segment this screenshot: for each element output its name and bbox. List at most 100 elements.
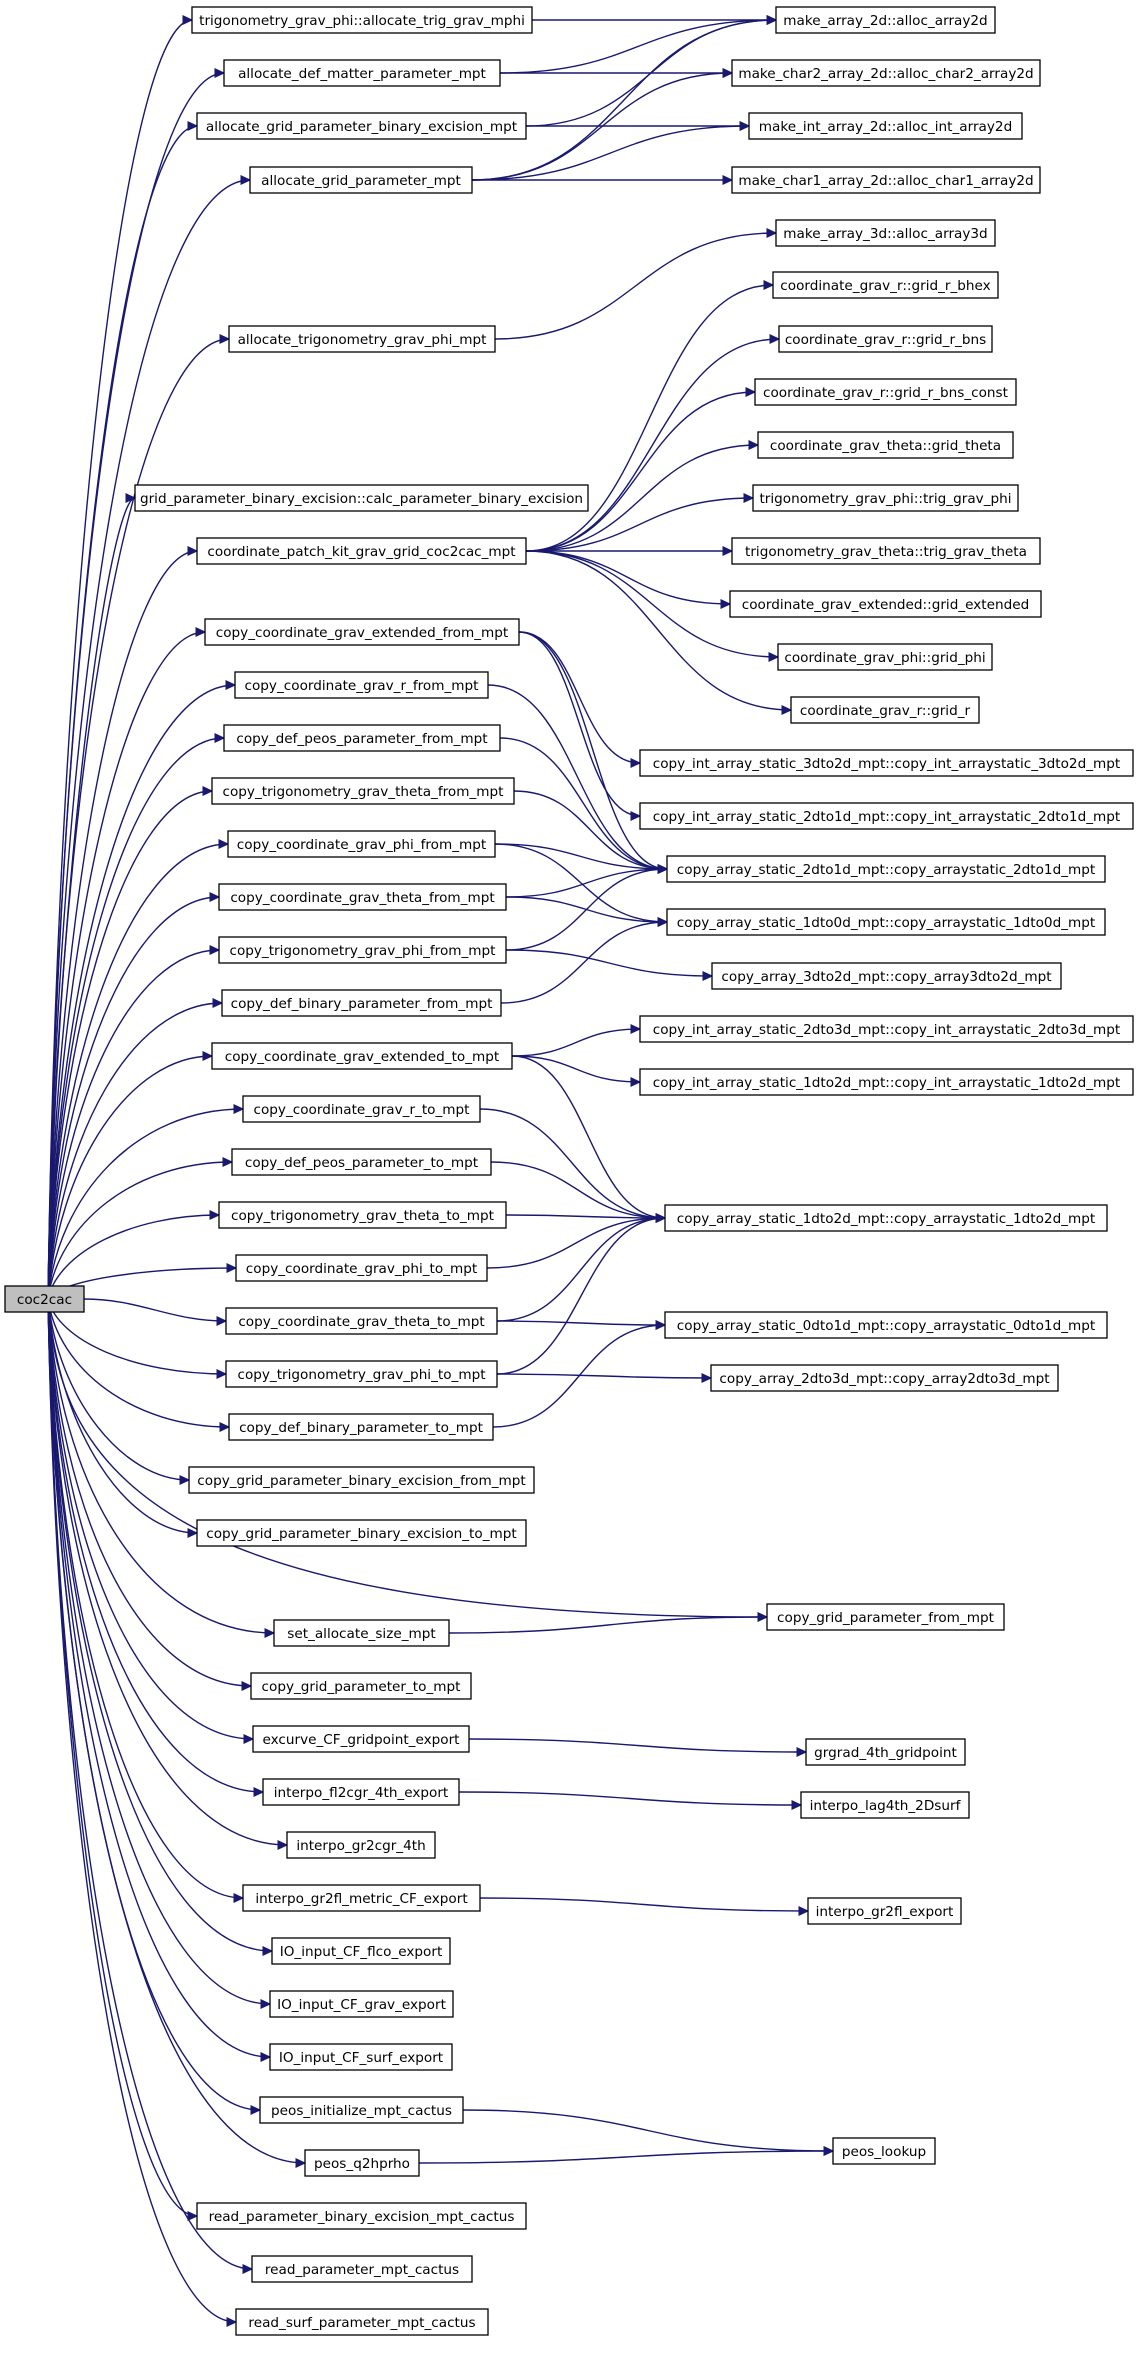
node-n26[interactable]: set_allocate_size_mpt [273, 1619, 450, 1647]
node-n20[interactable]: copy_coordinate_grav_phi_to_mpt [235, 1254, 488, 1282]
node-n11[interactable]: copy_trigonometry_grav_theta_from_mpt [211, 777, 515, 805]
arrowhead [702, 971, 714, 981]
node-n8[interactable]: copy_coordinate_grav_extended_from_mpt [204, 618, 520, 646]
node-n23[interactable]: copy_def_binary_parameter_to_mpt [228, 1413, 494, 1441]
arrowhead [219, 334, 231, 344]
node-n4[interactable]: allocate_grid_parameter_mpt [249, 166, 473, 194]
node-r7[interactable]: coordinate_grav_r::grid_r_bns [778, 325, 993, 353]
node-r27[interactable]: interpo_lag4th_2Dsurf [800, 1791, 970, 1819]
node-n27[interactable]: copy_grid_parameter_to_mpt [250, 1672, 472, 1700]
edge-coc2cac-to-n19 [47, 1210, 221, 1300]
node-r12[interactable]: coordinate_grav_extended::grid_extended [729, 590, 1042, 618]
node-n32[interactable]: IO_input_CF_flco_export [271, 1937, 451, 1965]
node-n13[interactable]: copy_coordinate_grav_theta_from_mpt [218, 883, 507, 911]
node-box [196, 2202, 527, 2230]
arrowhead [768, 652, 780, 662]
node-r15[interactable]: copy_int_array_static_3dto2d_mpt::copy_i… [639, 749, 1134, 777]
node-n22[interactable]: copy_trigonometry_grav_phi_to_mpt [225, 1360, 498, 1388]
node-r6[interactable]: coordinate_grav_r::grid_r_bhex [772, 271, 999, 299]
node-r28[interactable]: interpo_gr2fl_export [807, 1897, 962, 1925]
arrowhead [241, 1681, 253, 1691]
node-r3[interactable]: make_int_array_2d::alloc_int_array2d [748, 112, 1023, 140]
node-n30[interactable]: interpo_gr2cgr_4th [286, 1831, 436, 1859]
node-box [225, 1307, 498, 1335]
node-r25[interactable]: copy_grid_parameter_from_mpt [766, 1603, 1005, 1631]
node-r19[interactable]: copy_array_3dto2d_mpt::copy_array3dto2d_… [711, 962, 1062, 990]
arrowhead [240, 175, 252, 185]
node-box [639, 749, 1134, 777]
arrowhead [657, 864, 669, 874]
node-r20[interactable]: copy_int_array_static_2dto3d_mpt::copy_i… [639, 1015, 1134, 1043]
node-n36[interactable]: peos_q2hprho [304, 2149, 420, 2177]
node-n16[interactable]: copy_coordinate_grav_extended_to_mpt [211, 1042, 513, 1070]
node-r24[interactable]: copy_array_2dto3d_mpt::copy_array2dto3d_… [710, 1364, 1059, 1392]
node-r22[interactable]: copy_array_static_1dto2d_mpt::copy_array… [664, 1204, 1108, 1232]
node-n17[interactable]: copy_coordinate_grav_r_to_mpt [242, 1095, 481, 1123]
edge-line [47, 19, 193, 1300]
node-label: copy_array_static_0dto1d_mpt::copy_array… [677, 1318, 1095, 1334]
node-label: make_char2_array_2d::alloc_char2_array2d [738, 66, 1033, 82]
node-n3[interactable]: allocate_grid_parameter_binary_excision_… [196, 112, 527, 140]
node-r29[interactable]: peos_lookup [832, 2137, 936, 2165]
node-r10[interactable]: trigonometry_grav_phi::trig_grav_phi [752, 484, 1019, 512]
node-r18[interactable]: copy_array_static_1dto0d_mpt::copy_array… [666, 908, 1106, 936]
node-r21[interactable]: copy_int_array_static_1dto2d_mpt::copy_i… [639, 1068, 1134, 1096]
node-r13[interactable]: coordinate_grav_phi::grid_phi [777, 643, 993, 671]
node-r23[interactable]: copy_array_static_0dto1d_mpt::copy_array… [664, 1311, 1108, 1339]
node-n1[interactable]: trigonometry_grav_phi::allocate_trig_gra… [191, 6, 533, 34]
node-n33[interactable]: IO_input_CF_grav_export [269, 1990, 454, 2018]
node-r26[interactable]: grgrad_4th_gridpoint [805, 1738, 966, 1766]
node-label: allocate_grid_parameter_mpt [261, 173, 461, 189]
edge-line [487, 684, 668, 870]
edge-n36-to-r29 [418, 2146, 835, 2164]
node-n10[interactable]: copy_def_peos_parameter_from_mpt [223, 724, 501, 752]
node-label: grgrad_4th_gridpoint [814, 1745, 957, 1761]
node-r9[interactable]: coordinate_grav_theta::grid_theta [757, 431, 1014, 459]
edge-n13-to-r17 [505, 864, 669, 898]
node-label: copy_trigonometry_grav_theta_from_mpt [223, 784, 504, 800]
node-r2[interactable]: make_char2_array_2d::alloc_char2_array2d [731, 59, 1041, 87]
node-r17[interactable]: copy_array_static_2dto1d_mpt::copy_array… [666, 855, 1106, 883]
node-label: coordinate_grav_r::grid_r_bns [785, 332, 986, 348]
node-n37[interactable]: read_parameter_binary_excision_mpt_cactu… [196, 2202, 527, 2230]
edge-n15-to-r18 [500, 917, 669, 1004]
edge-coc2cac-to-n1 [47, 15, 194, 1300]
node-n18[interactable]: copy_def_peos_parameter_to_mpt [231, 1148, 492, 1176]
arrowhead [202, 786, 214, 796]
node-n19[interactable]: copy_trigonometry_grav_theta_to_mpt [218, 1201, 507, 1229]
node-r11[interactable]: trigonometry_grav_theta::trig_grav_theta [731, 537, 1041, 565]
node-n34[interactable]: IO_input_CF_surf_export [269, 2043, 453, 2071]
node-n6[interactable]: grid_parameter_binary_excision::calc_par… [134, 484, 589, 512]
node-n24[interactable]: copy_grid_parameter_binary_excision_from… [188, 1466, 535, 1494]
arrowhead [243, 1734, 255, 1744]
node-n38[interactable]: read_parameter_mpt_cactus [251, 2255, 473, 2283]
node-n7[interactable]: coordinate_patch_kit_grav_grid_coc2cac_m… [196, 537, 527, 565]
node-n2[interactable]: allocate_def_matter_parameter_mpt [223, 59, 501, 87]
node-n35[interactable]: peos_initialize_mpt_cactus [259, 2096, 464, 2124]
node-n9[interactable]: copy_coordinate_grav_r_from_mpt [234, 671, 489, 699]
edge-line [47, 1298, 271, 2058]
node-coc2cac[interactable]: coc2cac [4, 1285, 85, 1313]
node-n25[interactable]: copy_grid_parameter_binary_excision_to_m… [196, 1519, 527, 1547]
node-r5[interactable]: make_array_3d::alloc_array3d [775, 219, 996, 247]
node-r16[interactable]: copy_int_array_static_2dto1d_mpt::copy_i… [639, 802, 1134, 830]
node-n12[interactable]: copy_coordinate_grav_phi_from_mpt [227, 830, 496, 858]
node-n29[interactable]: interpo_fl2cgr_4th_export [262, 1778, 460, 1806]
edge-coc2cac-to-n15 [47, 998, 224, 1300]
node-label: make_int_array_2d::alloc_int_array2d [759, 119, 1012, 135]
arrowhead [225, 680, 237, 690]
edge-n7-to-r9 [525, 440, 760, 552]
node-n31[interactable]: interpo_gr2fl_metric_CF_export [242, 1884, 481, 1912]
node-n39[interactable]: read_surf_parameter_mpt_cactus [235, 2308, 489, 2336]
node-n14[interactable]: copy_trigonometry_grav_phi_from_mpt [218, 936, 507, 964]
node-box [752, 484, 1019, 512]
node-n21[interactable]: copy_coordinate_grav_theta_to_mpt [225, 1307, 498, 1335]
node-n5[interactable]: allocate_trigonometry_grav_phi_mpt [228, 325, 496, 353]
node-n28[interactable]: excurve_CF_gridpoint_export [252, 1725, 470, 1753]
node-r4[interactable]: make_char1_array_2d::alloc_char1_array2d [731, 166, 1041, 194]
node-r1[interactable]: make_array_2d::alloc_array2d [775, 6, 996, 34]
node-n15[interactable]: copy_def_binary_parameter_from_mpt [221, 989, 502, 1017]
arrowhead [798, 1906, 810, 1916]
node-r8[interactable]: coordinate_grav_r::grid_r_bns_const [754, 378, 1017, 406]
node-r14[interactable]: coordinate_grav_r::grid_r [790, 696, 980, 724]
